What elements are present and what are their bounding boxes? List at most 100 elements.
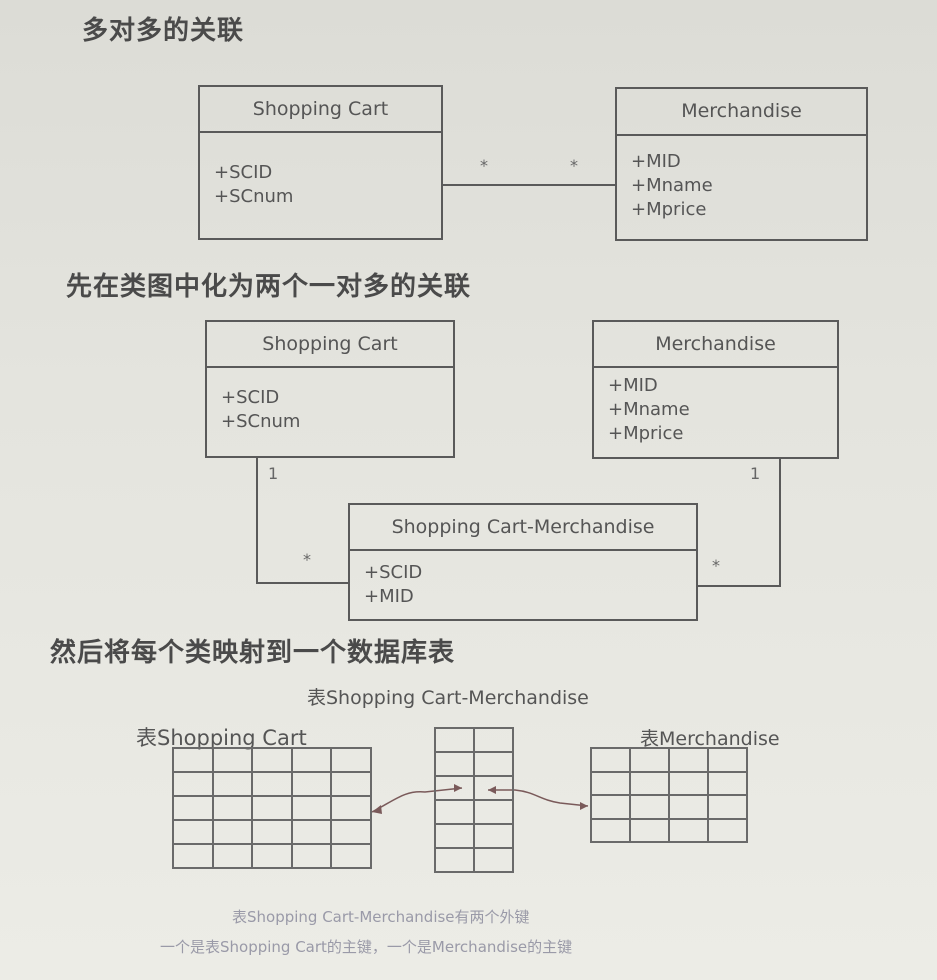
table-cell xyxy=(668,770,709,796)
table-cell xyxy=(172,771,214,797)
multiplicity-label: * xyxy=(303,550,311,569)
table-cell xyxy=(629,817,670,843)
table-cell xyxy=(707,794,748,820)
class-name: Shopping Cart xyxy=(200,87,441,133)
table-cell xyxy=(172,747,214,773)
table-row xyxy=(434,775,514,801)
multiplicity-label: 1 xyxy=(268,464,279,483)
table-cell xyxy=(211,771,254,797)
uml-class-merchandise-2: Merchandise +MID +Mname +Mprice xyxy=(592,320,839,459)
table-cell xyxy=(707,747,748,773)
table-row xyxy=(172,843,372,869)
table-cell xyxy=(211,819,254,845)
table-cell xyxy=(251,795,293,821)
association-line-merch xyxy=(698,459,781,587)
table-row xyxy=(590,794,748,820)
table-cell xyxy=(629,794,670,820)
attribute: +SCnum xyxy=(221,411,301,432)
table-cell xyxy=(251,843,293,869)
attribute: +Mname xyxy=(631,175,713,196)
table-cell xyxy=(473,847,514,873)
table-cell xyxy=(434,799,475,825)
class-attributes: +SCID +SCnum xyxy=(200,133,441,209)
class-attributes: +MID +Mname +Mprice xyxy=(594,368,837,446)
table-cell xyxy=(434,823,475,849)
table-cell xyxy=(211,747,254,773)
table-shopping-cart xyxy=(172,747,372,869)
table-cell xyxy=(172,819,214,845)
table-cell xyxy=(707,770,748,796)
arrowhead xyxy=(580,802,588,810)
table-cell xyxy=(590,770,631,796)
multiplicity-label: * xyxy=(480,156,488,175)
attribute: +Mprice xyxy=(608,423,684,444)
table-cell xyxy=(211,843,254,869)
table-cell xyxy=(251,819,293,845)
table-cell xyxy=(707,817,748,843)
attribute: +SCID xyxy=(214,162,273,183)
multiplicity-label: 1 xyxy=(750,464,761,483)
table-cell xyxy=(473,727,514,753)
table-cell xyxy=(330,819,372,845)
table-row xyxy=(172,747,372,773)
arrowhead xyxy=(372,805,382,814)
table-cell xyxy=(251,771,293,797)
class-attributes: +SCID +MID xyxy=(350,551,696,609)
class-name: Merchandise xyxy=(594,322,837,368)
multiplicity-label: * xyxy=(570,156,578,175)
multiplicity-label: * xyxy=(712,556,720,575)
table-cell xyxy=(590,747,631,773)
table-cell xyxy=(330,771,372,797)
table-cell xyxy=(330,843,372,869)
table-cell xyxy=(590,817,631,843)
table-cell xyxy=(434,847,475,873)
class-attributes: +MID +Mname +Mprice xyxy=(617,136,866,222)
table-row xyxy=(434,847,514,873)
table-cell xyxy=(290,771,333,797)
attribute: +SCID xyxy=(364,562,423,583)
heading-split-associations: 先在类图中化为两个一对多的关联 xyxy=(66,272,472,302)
table-association xyxy=(434,727,514,873)
table-label-merchandise: 表Merchandise xyxy=(640,728,780,750)
table-row xyxy=(590,817,748,843)
table-cell xyxy=(434,751,475,777)
class-attributes: +SCID +SCnum xyxy=(207,368,453,434)
table-cell xyxy=(668,747,709,773)
attribute: +Mname xyxy=(608,399,690,420)
table-cell xyxy=(668,817,709,843)
table-row xyxy=(434,727,514,753)
table-cell xyxy=(473,751,514,777)
attribute: +Mprice xyxy=(631,199,707,220)
table-cell xyxy=(290,819,333,845)
attribute: +SCnum xyxy=(214,186,294,207)
table-cell xyxy=(473,775,514,801)
table-label-shopping-cart: 表Shopping Cart xyxy=(136,726,307,750)
table-cell xyxy=(172,795,214,821)
uml-class-shopping-cart: Shopping Cart +SCID +SCnum xyxy=(198,85,443,240)
table-cell xyxy=(668,794,709,820)
table-row xyxy=(434,751,514,777)
table-row xyxy=(434,799,514,825)
association-line-cart xyxy=(256,458,348,584)
table-cell xyxy=(290,795,333,821)
note-line-1: 表Shopping Cart-Merchandise有两个外键 xyxy=(232,908,530,926)
attribute: +MID xyxy=(631,151,681,172)
table-cell xyxy=(473,799,514,825)
table-cell xyxy=(211,795,254,821)
table-cell xyxy=(434,727,475,753)
table-cell xyxy=(629,770,670,796)
table-cell xyxy=(251,747,293,773)
table-row xyxy=(172,819,372,845)
table-label-association: 表Shopping Cart-Merchandise xyxy=(307,687,589,709)
table-cell xyxy=(290,747,333,773)
table-cell xyxy=(330,795,372,821)
table-cell xyxy=(473,823,514,849)
note-line-2: 一个是表Shopping Cart的主键，一个是Merchandise的主键 xyxy=(160,938,573,956)
class-name: Shopping Cart-Merchandise xyxy=(350,505,696,551)
class-name: Shopping Cart xyxy=(207,322,453,368)
table-row xyxy=(172,771,372,797)
table-row xyxy=(172,795,372,821)
uml-class-association: Shopping Cart-Merchandise +SCID +MID xyxy=(348,503,698,621)
table-cell xyxy=(172,843,214,869)
table-cell xyxy=(330,747,372,773)
